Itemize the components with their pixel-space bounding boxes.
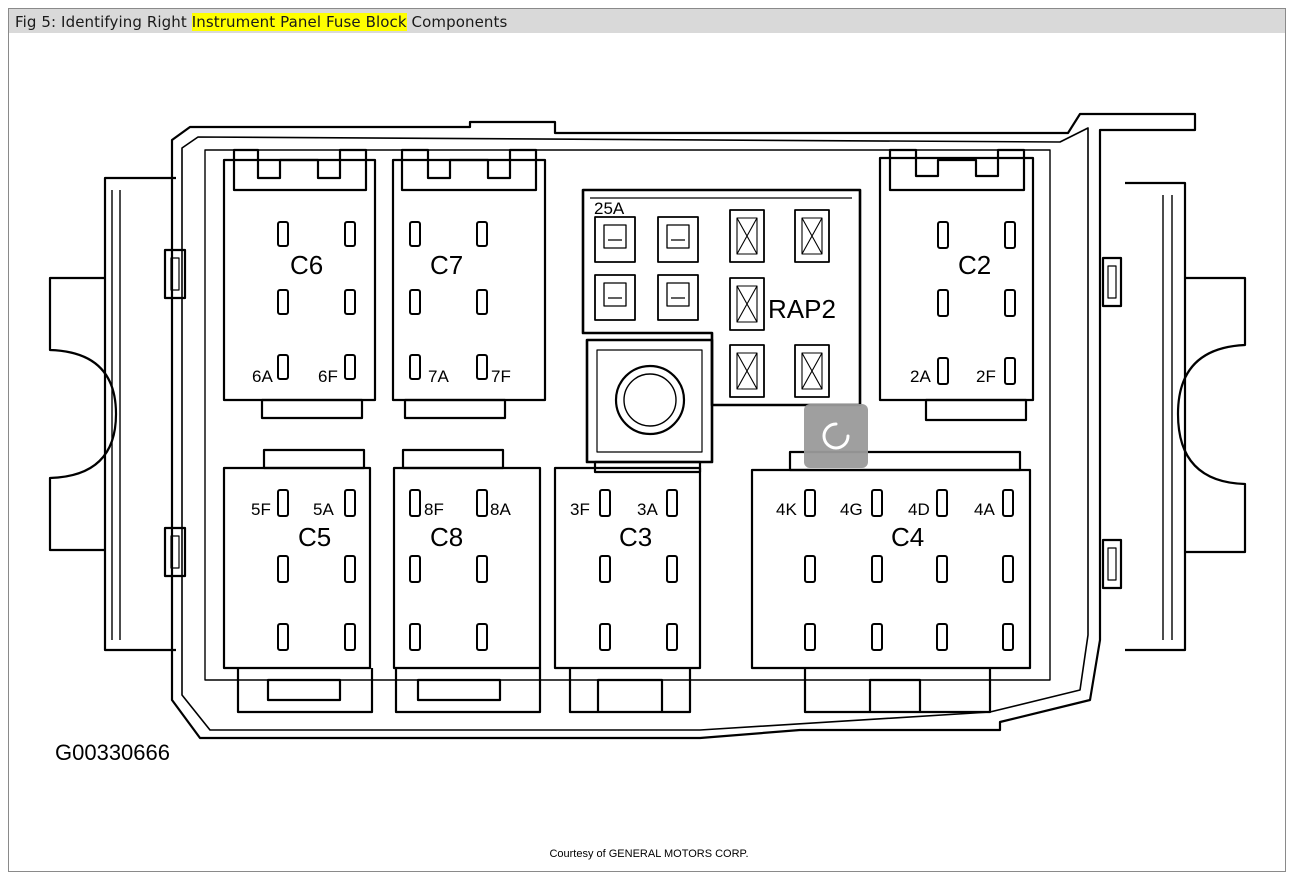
pin-6f-label: 6F bbox=[318, 367, 338, 386]
pin-5a-label: 5A bbox=[313, 500, 334, 519]
relay-rap2-label: RAP2 bbox=[768, 294, 836, 324]
relay-cavities bbox=[729, 209, 830, 398]
pin-5f-label: 5F bbox=[251, 500, 271, 519]
caption-prefix: Fig 5: Identifying Right bbox=[15, 13, 192, 31]
pin-2f-label: 2F bbox=[976, 367, 996, 386]
connector-c2-label: C2 bbox=[958, 250, 991, 280]
pin-3f-label: 3F bbox=[570, 500, 590, 519]
caption-suffix: Components bbox=[406, 13, 508, 31]
right-mounting-ear bbox=[1125, 181, 1247, 652]
pin-7a-label: 7A bbox=[428, 367, 449, 386]
pin-4g-label: 4G bbox=[840, 500, 863, 519]
connector-c7-shape bbox=[391, 148, 547, 420]
pin-6a-label: 6A bbox=[252, 367, 273, 386]
courtesy-credit: Courtesy of GENERAL MOTORS CORP. bbox=[549, 848, 749, 860]
connector-c3-shape bbox=[553, 466, 702, 714]
pin-4a-label: 4A bbox=[974, 500, 995, 519]
pin-4d-label: 4D bbox=[908, 500, 930, 519]
left-mounting-ear bbox=[48, 176, 176, 652]
pin-3a-label: 3A bbox=[637, 500, 658, 519]
connector-c2-shape bbox=[878, 148, 1035, 422]
pin-8a-label: 8A bbox=[490, 500, 511, 519]
connector-c8-shape bbox=[392, 448, 542, 714]
stud-block bbox=[585, 338, 714, 474]
part-number: G00330666 bbox=[55, 740, 170, 765]
mini-fuses bbox=[594, 216, 699, 321]
connector-c4-shape bbox=[750, 450, 1032, 714]
figure-caption: Fig 5: Identifying Right Instrument Pane… bbox=[15, 13, 507, 31]
loading-spinner-icon bbox=[804, 404, 868, 468]
figure-frame: Fig 5: Identifying Right Instrument Pane… bbox=[8, 8, 1286, 872]
housing-outer bbox=[170, 112, 1197, 740]
connector-c4-label: C4 bbox=[891, 522, 924, 552]
fuse-25a-label: 25A bbox=[594, 199, 625, 218]
pin-2a-label: 2A bbox=[910, 367, 931, 386]
connector-c5-label: C5 bbox=[298, 522, 331, 552]
connector-c6-label: C6 bbox=[290, 250, 323, 280]
pin-7f-label: 7F bbox=[491, 367, 511, 386]
pin-cavities bbox=[277, 221, 1016, 651]
connector-c6-shape bbox=[222, 148, 377, 420]
connector-c7-label: C7 bbox=[430, 250, 463, 280]
connector-c8-label: C8 bbox=[430, 522, 463, 552]
pin-4k-label: 4K bbox=[776, 500, 797, 519]
connector-c3-label: C3 bbox=[619, 522, 652, 552]
pin-8f-label: 8F bbox=[424, 500, 444, 519]
connector-c5-shape bbox=[222, 448, 374, 714]
caption-highlight: Instrument Panel Fuse Block bbox=[191, 13, 407, 31]
caption-bar: Fig 5: Identifying Right Instrument Pane… bbox=[9, 9, 1285, 33]
